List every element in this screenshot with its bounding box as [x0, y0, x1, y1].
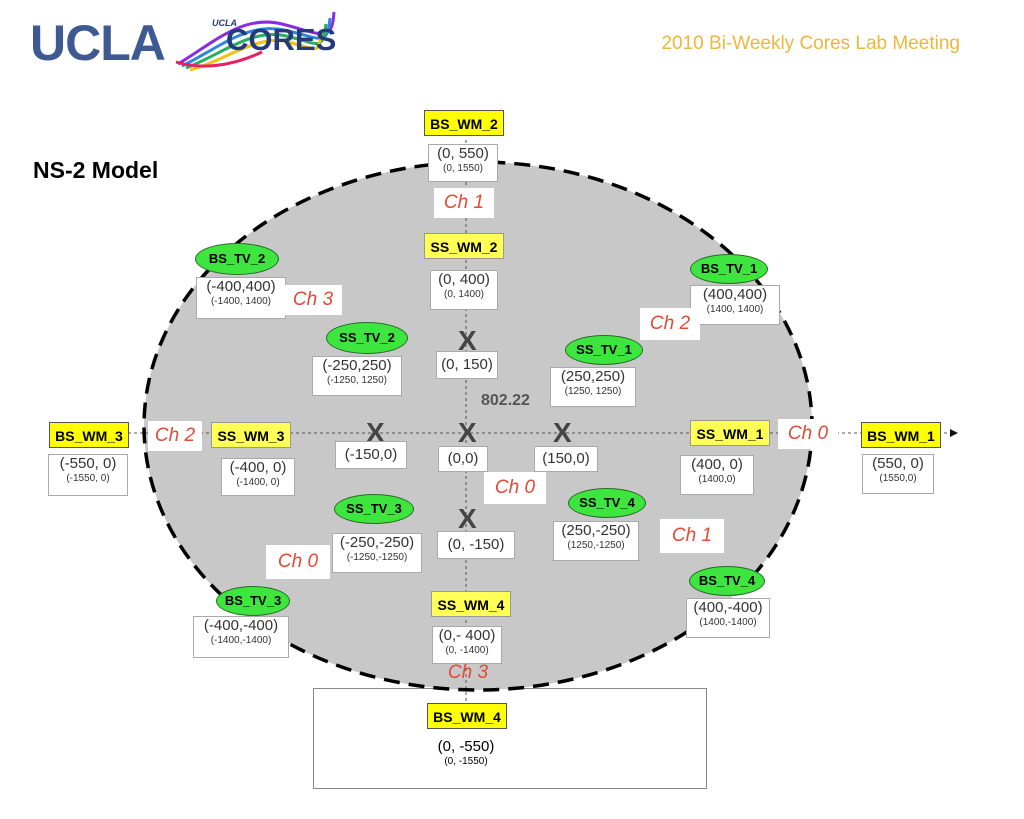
page-title: NS-2 Model	[33, 157, 159, 183]
ss-tv-3-coord: (-250,-250) (-1250,-1250)	[332, 533, 422, 573]
ss-wm-1-box: SS_WM_1	[690, 420, 770, 446]
x-axis-arrow-icon	[950, 429, 958, 437]
bs-tv-2-node: BS_TV_2	[195, 243, 279, 275]
x-mark-icon: X	[553, 417, 572, 448]
ss-tv-4-node: SS_TV_4	[568, 488, 646, 518]
bs-wm-2-box: BS_WM_2	[424, 110, 504, 136]
meeting-title: 2010 Bi-Weekly Cores Lab Meeting	[661, 33, 960, 54]
bs-wm-1-box: BS_WM_1	[861, 422, 941, 448]
ss-wm-2-coord: (0, 400) (0, 1400)	[430, 270, 498, 310]
ucla-logo: UCLA	[30, 15, 166, 71]
center-distance-label: 802.22	[481, 392, 530, 409]
channel-label-right: Ch 0	[778, 419, 838, 449]
channel-label-lower-right: Ch 1	[660, 519, 724, 553]
ss-wm-1-coord: (400, 0) (1400,0)	[680, 455, 754, 495]
bs-tv-3-coord: (-400,-400) (-1400,-1400)	[193, 616, 289, 658]
point-0-m150-label: (0, -150)	[437, 531, 515, 559]
ss-wm-4-box: SS_WM_4	[431, 591, 511, 617]
bs-tv-1-node: BS_TV_1	[690, 254, 768, 284]
channel-label-center: Ch 0	[484, 472, 546, 504]
bs-wm-4-box: BS_WM_4	[427, 703, 507, 729]
ss-tv-1-node: SS_TV_1	[565, 335, 643, 365]
bs-tv-4-coord: (400,-400) (1400,-1400)	[686, 598, 770, 638]
cores-logo-ucla-small: UCLA	[212, 18, 237, 28]
x-mark-icon: X	[458, 325, 477, 356]
ss-wm-3-coord: (-400, 0) (-1400, 0)	[221, 458, 295, 496]
bs-tv-1-coord: (400,400) (1400, 1400)	[690, 285, 780, 325]
point-origin-label: (0,0)	[438, 446, 488, 472]
channel-label-top: Ch 1	[434, 188, 494, 218]
bs-tv-2-coord: (-400,400) (-1400, 1400)	[196, 277, 286, 319]
ss-tv-2-node: SS_TV_2	[326, 322, 408, 354]
bs-wm-3-box: BS_WM_3	[49, 422, 129, 448]
bs-wm-2-coord: (0, 550) (0, 1550)	[428, 144, 498, 182]
channel-label-left: Ch 2	[148, 421, 202, 451]
point-0-150-label: (0, 150)	[436, 351, 498, 379]
x-mark-icon: X	[458, 417, 477, 448]
channel-label-upper-right: Ch 2	[640, 308, 700, 340]
cores-logo-swoosh-icon	[175, 11, 336, 72]
cores-logo-text: CORES	[226, 22, 337, 57]
ss-wm-3-box: SS_WM_3	[211, 422, 291, 448]
bs-wm-1-coord: (550, 0) (1550,0)	[862, 454, 934, 494]
point-m150-0-label: (-150,0)	[335, 441, 407, 469]
channel-label-lower-left: Ch 0	[266, 545, 330, 579]
bs-tv-4-node: BS_TV_4	[689, 566, 765, 596]
bs-wm-3-coord: (-550, 0) (-1550, 0)	[48, 454, 128, 496]
ss-tv-2-coord: (-250,250) (-1250, 1250)	[312, 356, 402, 396]
x-mark-icon: X	[366, 417, 385, 448]
bottom-frame	[313, 688, 707, 789]
channel-label-bottom: Ch 3	[447, 662, 489, 683]
ss-tv-4-coord: (250,-250) (1250,-1250)	[553, 521, 639, 561]
point-150-0-label: (150,0)	[534, 446, 598, 472]
bs-tv-3-node: BS_TV_3	[216, 586, 290, 616]
bs-wm-4-coord: (0, -550) (0, -1550)	[437, 738, 495, 767]
ss-tv-3-node: SS_TV_3	[334, 494, 414, 524]
ss-wm-4-coord: (0,- 400) (0, -1400)	[432, 626, 502, 664]
ss-wm-2-box: SS_WM_2	[424, 233, 504, 259]
x-mark-icon: X	[458, 503, 477, 534]
ss-tv-1-coord: (250,250) (1250, 1250)	[550, 367, 636, 407]
channel-label-upper-left: Ch 3	[284, 285, 342, 315]
